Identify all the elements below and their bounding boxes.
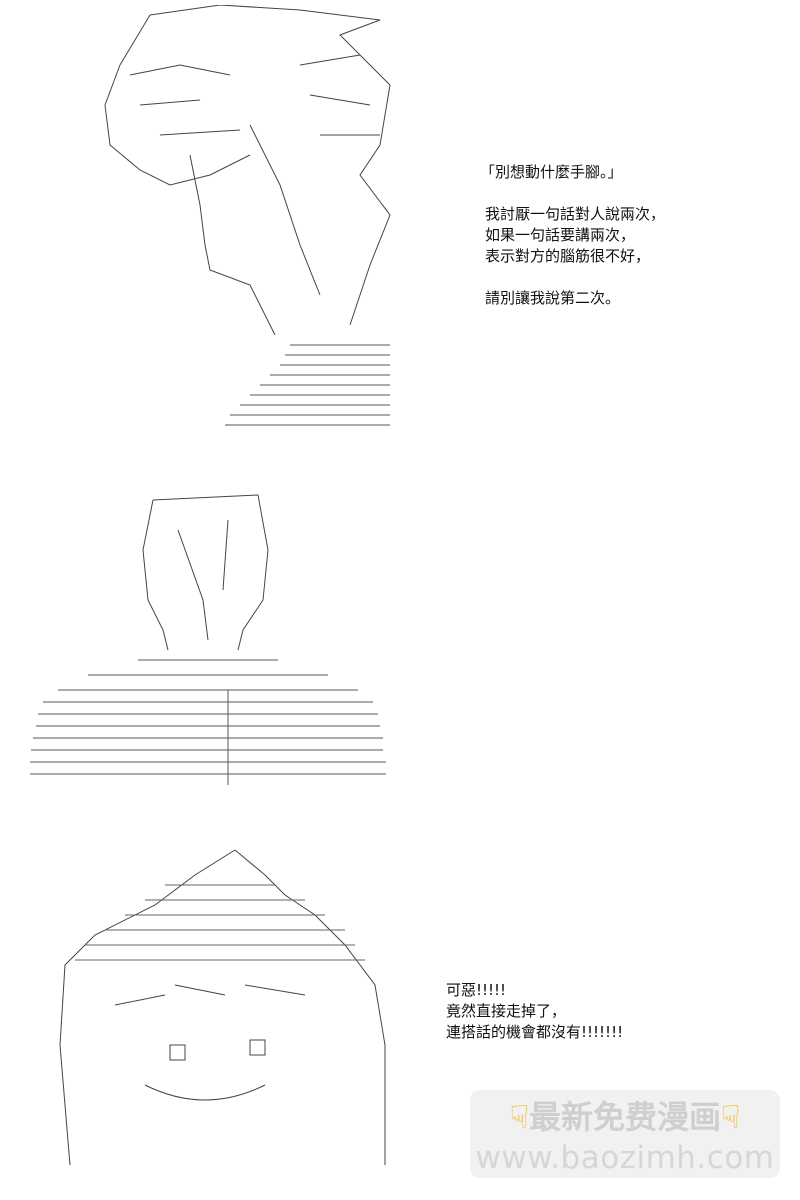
dialogue-line: 連搭話的機會都沒有!!!!!!! — [446, 1023, 624, 1041]
dialogue-line — [480, 183, 665, 204]
panel3-dialogue: 可惡!!!!! 竟然直接走掉了， 連搭話的機會都沒有!!!!!!! — [446, 980, 623, 1043]
dialogue-line: 可惡!!!!! — [446, 981, 507, 999]
dialogue-line: 請別讓我說第二次。 — [485, 289, 621, 307]
dialogue-line — [480, 267, 665, 288]
pointing-down-hand-icon: ☟ — [721, 1098, 741, 1136]
dialogue-line: 表示對方的腦筋很不好， — [485, 247, 651, 265]
watermark-line1: 最新免费漫画 — [528, 1098, 721, 1136]
ascii-art-character-3 — [59, 849, 386, 1166]
dialogue-line: 如果一句話要講兩次， — [485, 226, 636, 244]
dialogue-line: 我討厭一句話對人說兩次， — [485, 205, 666, 223]
dialogue-line: 竟然直接走掉了， — [446, 1002, 567, 1020]
ascii-art-character-2 — [30, 494, 386, 785]
panel1-dialogue: 「別想動什麼手腳。」我討厭一句話對人說兩次， 如果一句話要講兩次， 表示對方的腦筋很… — [480, 162, 665, 309]
watermark-url: www.baozimh.com — [475, 1140, 775, 1176]
ascii-art-character-1 — [104, 5, 391, 426]
dialogue-line: 「別想動什麼手腳。」 — [480, 163, 623, 181]
watermark: ☟最新免费漫画☟ www.baozimh.com — [470, 1090, 780, 1178]
pointing-down-hand-icon: ☟ — [509, 1098, 529, 1136]
